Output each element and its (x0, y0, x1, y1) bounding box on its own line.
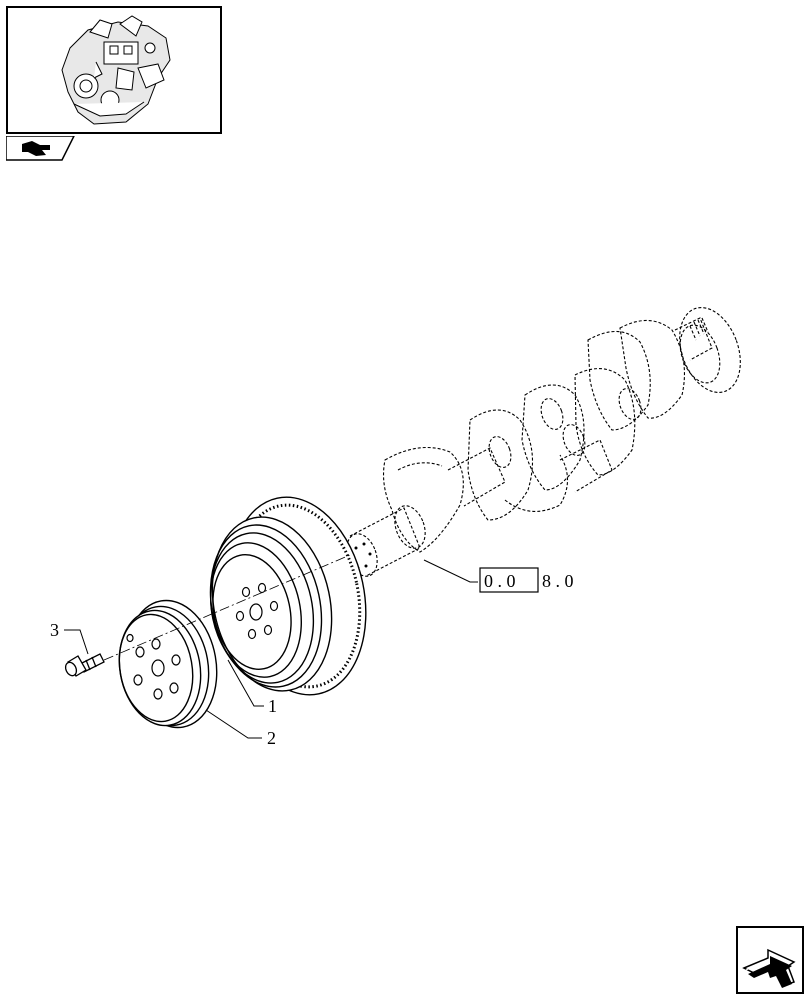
folder-arrow-icon (5, 135, 76, 161)
reference-box (479, 567, 539, 593)
callout-3: 3 (50, 620, 59, 640)
damper-pulley-1 (209, 496, 367, 696)
callout-1: 1 (268, 696, 277, 716)
engine-thumbnail (61, 15, 171, 125)
assembly-axis-line (103, 554, 351, 661)
next-page-arrow-icon (742, 948, 796, 988)
damper-bolt-holes (235, 582, 279, 640)
next-page-button[interactable] (736, 926, 804, 994)
leader-lines (64, 559, 478, 739)
bolt-3 (64, 653, 105, 677)
engine-thumbnail-frame (6, 6, 222, 134)
pulley-2 (118, 599, 218, 729)
reference-tail-text: 8 . 0 (542, 571, 574, 591)
callout-2: 2 (267, 728, 276, 748)
section-tab[interactable] (5, 135, 76, 162)
pulley-holes (126, 633, 181, 700)
reference-boxed-text: 0 . 0 (484, 571, 516, 591)
crankshaft-drawing (346, 307, 741, 577)
